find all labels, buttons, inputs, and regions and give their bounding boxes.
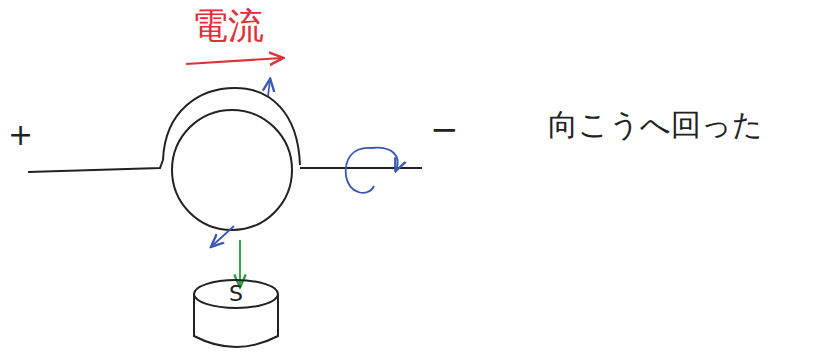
terminal-sign: − [430, 112, 459, 146]
force-arrow [212, 226, 234, 246]
force-arrow [268, 80, 270, 96]
wire-arc [163, 88, 300, 165]
terminal-sign: + [8, 120, 33, 150]
current-label: 電流 [192, 8, 264, 44]
circle [172, 110, 292, 230]
note-text: 向こうへ回った [548, 110, 763, 140]
pole-label: S [229, 283, 243, 305]
magnet: S [190, 278, 282, 352]
rotation-arrow [346, 148, 398, 193]
wire [300, 167, 422, 169]
wire [28, 160, 163, 172]
current-arrow [186, 58, 282, 64]
